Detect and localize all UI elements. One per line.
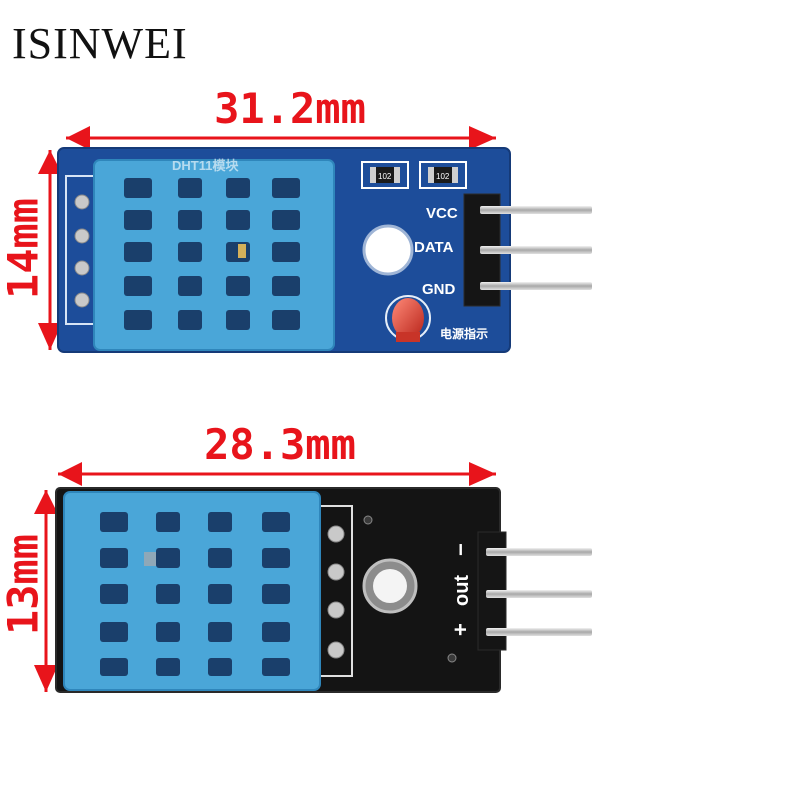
top-module: DHT11模块 102 102 VCC DATA GND: [57, 147, 592, 353]
pin-label-data: DATA: [414, 239, 454, 256]
bottom-mounting-hole: [362, 558, 418, 614]
bottom-module: + out −: [55, 487, 592, 693]
led-label: 电源指示: [440, 326, 488, 341]
resistor-1-label: 102: [378, 172, 392, 181]
top-mounting-hole: [362, 224, 414, 276]
top-width-label: 31.2mm: [214, 84, 366, 133]
pin-label-vcc: VCC: [426, 205, 458, 222]
resistor-2-label: 102: [436, 172, 450, 181]
top-power-led: [385, 295, 431, 342]
bottom-sensor-pins: [327, 525, 345, 659]
bottom-width-label: 28.3mm: [204, 420, 356, 469]
top-sensor-pins: [74, 194, 90, 308]
top-silkscreen-title: DHT11模块: [172, 158, 239, 173]
top-resistors: 102 102: [361, 161, 467, 189]
brand-logo-text: ISINWEI: [12, 19, 188, 68]
pin-label-minus: −: [448, 543, 473, 556]
top-header-pins: [480, 206, 592, 290]
bottom-header-pins: [486, 548, 592, 636]
pin-label-gnd: GND: [422, 281, 456, 298]
pin-label-plus: +: [448, 623, 473, 636]
top-dht11-sensor: [93, 159, 335, 351]
dimension-arrows: [34, 126, 496, 692]
bottom-dht11-sensor: [63, 491, 321, 691]
pin-label-out: out: [451, 575, 473, 606]
